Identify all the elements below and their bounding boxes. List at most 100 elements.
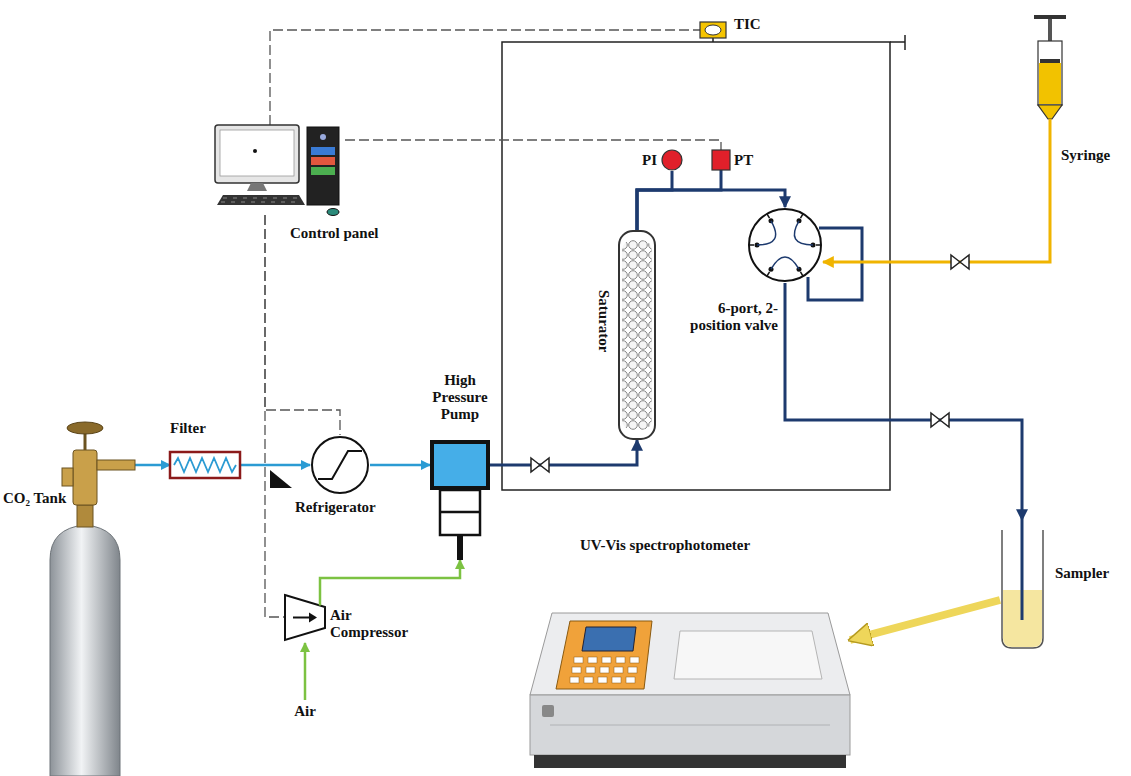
syringe-pump-part (1040, 59, 1060, 63)
control-computer-part (293, 198, 297, 199)
gas-cylinder-part (62, 468, 73, 486)
control-computer-part (311, 157, 335, 165)
flow-line (637, 171, 672, 230)
control-computer-part (233, 198, 237, 199)
flow-line (240, 464, 310, 467)
six-port-valve-part (757, 221, 776, 245)
node-label: Saturator (595, 290, 612, 353)
refrigerator-exchanger-part (318, 451, 362, 479)
air-compressor-part (319, 595, 322, 606)
spectrophotometer: UV-Vis spectrophotometer (530, 575, 850, 770)
flow-line (785, 283, 1022, 520)
six-port-valve-icon (747, 207, 823, 283)
spectrophotometer-icon (530, 575, 850, 770)
node-label: UV-Vis spectrophotometer (580, 537, 840, 554)
air-compressor-part (309, 613, 317, 623)
spectrophotometer-part (572, 667, 581, 673)
signal-line (345, 140, 721, 150)
high-pressure-pump-part (430, 440, 490, 490)
syringe-pump-part (1034, 15, 1066, 19)
spectrophotometer-part (574, 657, 583, 663)
node-label: CO₂ Tank (3, 490, 75, 507)
line-filter: Filter (170, 452, 240, 478)
needle-valve (951, 255, 969, 269)
spectrophotometer-part (586, 667, 595, 673)
sampler-tube-part (1021, 520, 1024, 620)
pressure-indicator-part (662, 150, 682, 170)
oven-edge (904, 35, 906, 50)
spectrophotometer-part (612, 677, 621, 683)
control-computer-part (311, 147, 335, 155)
spectrophotometer-part (582, 627, 636, 651)
high-pressure-pump-part (434, 444, 486, 486)
spectrophotometer-part (600, 667, 609, 673)
air-compressor-part (285, 595, 325, 640)
six-port-valve-part (794, 221, 813, 245)
gas-cylinder: CO₂ Tank (40, 410, 135, 776)
control-computer-part (217, 195, 305, 205)
refrigerant-mark (270, 470, 292, 488)
control-computer-part (261, 202, 265, 203)
pressure-transmitter: PT (712, 150, 730, 170)
saturator-column-part (619, 231, 655, 439)
flow-label: Air (285, 703, 325, 720)
needle-valve (931, 413, 949, 427)
saturator-column-part (622, 240, 652, 430)
control-computer-part (231, 202, 235, 203)
spectrophotometer-part (626, 677, 635, 683)
refrigerator-exchanger-part (312, 437, 368, 493)
saturator-column-icon (618, 230, 656, 440)
air-compressor-part (293, 617, 311, 619)
flow-line (823, 140, 1050, 262)
control-computer-part (243, 198, 247, 199)
six-port-valve-part (767, 272, 770, 276)
node-label: PI (639, 152, 657, 169)
syringe-pump-icon (1030, 15, 1070, 140)
control-computer-part (271, 202, 275, 203)
spectrophotometer-part (614, 667, 623, 673)
control-computer-part (223, 198, 227, 199)
control-computer-part (311, 167, 335, 175)
spectrophotometer-part (628, 667, 637, 673)
node-label: Sampler (1055, 565, 1127, 582)
node-label: Air Compressor (330, 607, 430, 641)
node-label: Syringe (1061, 147, 1127, 164)
gas-cylinder-part (67, 422, 103, 434)
line-filter-part (174, 458, 236, 472)
control-computer-part (327, 209, 339, 216)
sampler-tube-icon (1000, 520, 1045, 650)
line-filter-part (170, 452, 240, 478)
high-pressure-pump-part (440, 490, 480, 535)
gas-cylinder-part (97, 460, 135, 470)
control-computer-part (247, 183, 267, 191)
pressure-transmitter-icon (712, 150, 730, 170)
node-label: High Pressure Pump (420, 372, 500, 423)
saturator-column: Saturator (618, 230, 656, 440)
temperature-controller-part (700, 22, 726, 38)
node-label: Control panel (290, 225, 405, 242)
control-computer-part (220, 130, 294, 176)
refrigerator-exchanger: Refrigerator (310, 435, 370, 495)
control-computer-icon (215, 125, 345, 215)
spectrophotometer-part (602, 657, 611, 663)
line-filter-icon (170, 452, 240, 478)
syringe-pump: Syringe (1030, 15, 1070, 140)
spectrophotometer-part (530, 613, 850, 695)
high-pressure-pump: High Pressure Pump (430, 440, 490, 560)
control-computer-part (307, 127, 339, 205)
control-computer-part (215, 125, 299, 183)
spectrophotometer-part (584, 677, 593, 683)
spectrophotometer-part (550, 725, 830, 726)
control-computer: Control panel (215, 125, 345, 215)
air-intake-arrow (304, 643, 307, 700)
flow-line (850, 600, 1000, 640)
temperature-controller-part (705, 25, 721, 35)
six-port-valve-part (749, 244, 754, 246)
control-computer-part (253, 198, 257, 199)
gas-cylinder-part (77, 505, 93, 527)
temperature-controller: TIC (700, 22, 726, 38)
syringe-pump-part (1038, 105, 1062, 119)
control-computer-part (251, 202, 255, 203)
six-port-valve-part (801, 272, 804, 276)
control-computer-part (241, 202, 245, 203)
